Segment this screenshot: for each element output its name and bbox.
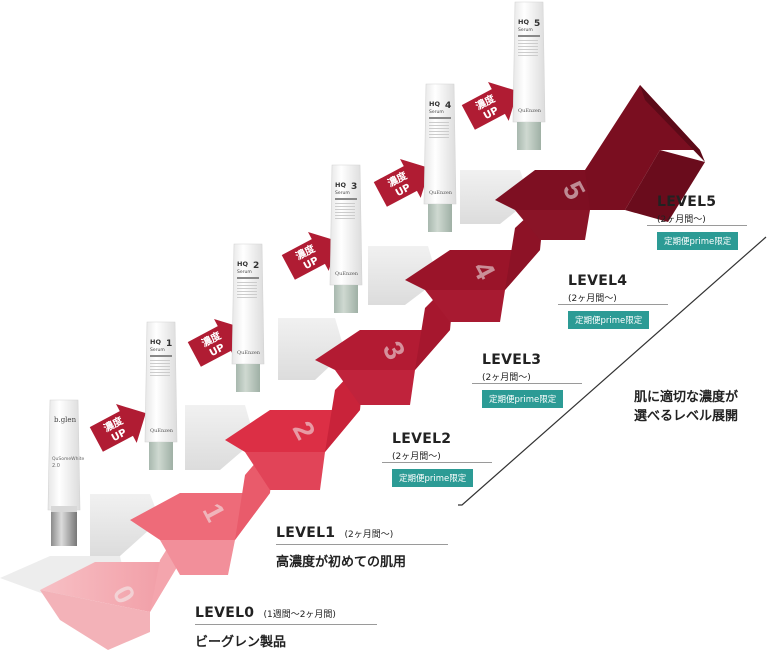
caption-line-2: 選べるレベル展開 bbox=[634, 409, 739, 424]
level-5-duration: (2ヶ月間〜) bbox=[657, 215, 706, 225]
tube-line1: HQ bbox=[429, 100, 440, 108]
level-2-duration: (2ヶ月間〜) bbox=[392, 452, 441, 462]
red-stairs bbox=[40, 85, 705, 650]
tube-line1: HQ bbox=[335, 181, 346, 189]
tube-brand: QuEnzen bbox=[237, 350, 261, 356]
level-4-label: LEVEL4 (2ヶ月間〜) 定期便prime限定 bbox=[558, 270, 668, 329]
step-4-top bbox=[405, 250, 540, 290]
tube-brand: QuEnzen bbox=[518, 108, 542, 114]
tube-number: 3 bbox=[351, 182, 357, 192]
level-4-name: LEVEL4 bbox=[568, 273, 628, 289]
caption-line-1: 肌に適切な濃度が bbox=[634, 390, 739, 405]
level-1-duration: (2ヶ月間〜) bbox=[344, 530, 394, 540]
level-5-badge: 定期便prime限定 bbox=[657, 232, 739, 250]
tube-number: 5 bbox=[534, 19, 540, 29]
product-tubes: b.glenQuSomeWhite2.0HQSerum1QuEnzenHQSer… bbox=[47, 1, 546, 546]
level-0-duration: (1週間〜2ヶ月間) bbox=[263, 610, 336, 620]
tube-line1: HQ bbox=[237, 260, 248, 268]
level-5-name: LEVEL5 bbox=[657, 194, 717, 210]
level-3-label: LEVEL3 (2ヶ月間〜) 定期便prime限定 bbox=[472, 349, 582, 408]
gray-stairs bbox=[0, 170, 530, 600]
level-1-name: LEVEL1 bbox=[276, 525, 336, 541]
level-0-label: LEVEL0 (1週間〜2ヶ月間) ビーグレン製品 bbox=[195, 602, 377, 650]
tube-number: 4 bbox=[445, 101, 451, 111]
tube-line2: Serum bbox=[518, 27, 533, 33]
level-2-badge: 定期便prime限定 bbox=[392, 469, 474, 487]
side-caption: 肌に適切な濃度が 選べるレベル展開 bbox=[634, 388, 773, 426]
top-arrow bbox=[585, 85, 700, 210]
step-3-top bbox=[315, 330, 450, 370]
step-2-top bbox=[225, 410, 360, 452]
tube-line2: Serum bbox=[335, 190, 350, 196]
tube-number: 2 bbox=[253, 261, 259, 271]
level-5-label: LEVEL5 (2ヶ月間〜) 定期便prime限定 bbox=[647, 191, 747, 250]
level-4-badge: 定期便prime限定 bbox=[568, 311, 650, 329]
level-1-desc: 高濃度が初めての肌用 bbox=[276, 555, 407, 570]
level-3-name: LEVEL3 bbox=[482, 352, 542, 368]
tube-brand: QuEnzen bbox=[429, 190, 453, 196]
tube-brand: QuEnzen bbox=[335, 271, 359, 277]
step-1-top bbox=[130, 493, 270, 540]
tube-line1: HQ bbox=[518, 18, 529, 26]
step-0-top bbox=[40, 562, 180, 612]
level-2-name: LEVEL2 bbox=[392, 431, 452, 447]
tube-line2: Serum bbox=[150, 347, 165, 353]
tube-number: 1 bbox=[166, 339, 172, 349]
step-0-face bbox=[40, 590, 150, 650]
level-3-duration: (2ヶ月間〜) bbox=[482, 373, 531, 383]
level-1-label: LEVEL1 (2ヶ月間〜) 高濃度が初めての肌用 bbox=[276, 522, 448, 570]
tube-line1: HQ bbox=[150, 338, 161, 346]
level-bracket bbox=[458, 236, 767, 506]
level-2-label: LEVEL2 (2ヶ月間〜) 定期便prime限定 bbox=[382, 428, 492, 487]
tube-line2: Serum bbox=[429, 109, 444, 115]
tube-line2: Serum bbox=[237, 269, 252, 275]
tube-brand: QuEnzen bbox=[150, 428, 174, 434]
level-3-badge: 定期便prime限定 bbox=[482, 390, 564, 408]
level-4-duration: (2ヶ月間〜) bbox=[568, 294, 617, 304]
level-0-name: LEVEL0 bbox=[195, 605, 255, 621]
level-0-desc: ビーグレン製品 bbox=[195, 635, 287, 650]
tube-version: 2.0 bbox=[52, 463, 60, 469]
tube-brand: b.glen bbox=[54, 416, 77, 424]
tube-product: QuSomeWhite bbox=[52, 456, 84, 462]
